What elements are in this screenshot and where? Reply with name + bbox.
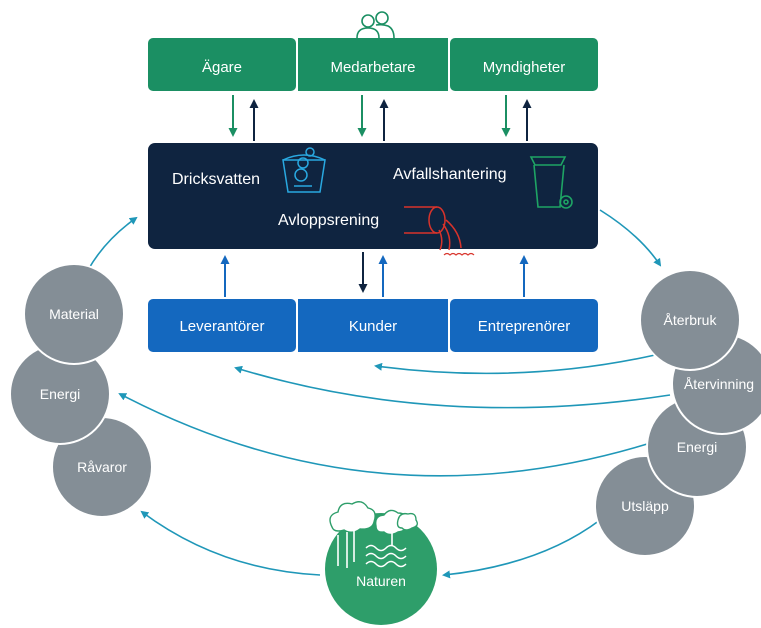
circle-reuse[interactable] [639, 269, 741, 371]
people-icon [356, 11, 395, 39]
label-drinking-water: Dricksvatten [172, 171, 260, 188]
top-box-owners[interactable] [148, 38, 296, 91]
arrow-recycling-to-suppliers [234, 365, 671, 409]
arrow-nature-to-raw [140, 510, 321, 576]
trees-trunks [337, 529, 393, 568]
label-waste-management: Avfallshantering [393, 166, 507, 183]
left-inputs: Material Energi Råvaror [9, 263, 153, 518]
bottom-stakeholders: Leverantörer Kunder Entreprenörer [148, 299, 598, 352]
label-reuse: Återbruk [664, 312, 718, 328]
top-box-employees[interactable] [298, 38, 448, 91]
top-label-authorities: Myndigheter [483, 59, 566, 76]
bottom-box-customers[interactable] [298, 299, 448, 352]
operations-box [148, 143, 598, 249]
bottom-label-customers: Kunder [349, 318, 397, 335]
water-waves [365, 544, 407, 568]
label-emissions: Utsläpp [621, 498, 669, 514]
circle-nature[interactable] [325, 513, 437, 625]
arrow-energy-to-left-energy [118, 393, 661, 477]
top-flow-arrows [228, 95, 532, 141]
water-bucket-icon [282, 147, 326, 193]
arrow-emissions-to-nature [442, 519, 601, 579]
right-outputs: Återbruk Återvinning Energi Utsläpp [594, 269, 761, 557]
arrow-reuse-to-customers [374, 354, 656, 375]
bottom-box-contractors[interactable] [450, 299, 598, 352]
arrow-material-to-center [87, 216, 138, 271]
bottom-box-suppliers[interactable] [148, 299, 296, 352]
circle-material[interactable] [23, 263, 125, 365]
top-stakeholders: Ägare Medarbetare Myndigheter [148, 38, 598, 91]
label-raw-materials: Råvaror [77, 459, 127, 475]
top-box-authorities[interactable] [450, 38, 598, 91]
label-energy-right: Energi [677, 439, 717, 455]
label-recycling: Återvinning [684, 376, 754, 392]
waste-bin-icon [529, 156, 573, 209]
trees-icon [329, 501, 419, 536]
flow-arrows [87, 209, 671, 579]
bottom-label-suppliers: Leverantörer [179, 318, 264, 335]
top-label-employees: Medarbetare [330, 59, 415, 76]
sewage-pipe-icon [404, 206, 475, 256]
top-label-owners: Ägare [202, 59, 242, 76]
arrow-center-to-reuse [599, 209, 662, 267]
label-material: Material [49, 306, 99, 322]
bottom-flow-arrows [220, 252, 529, 297]
label-sewage-treatment: Avloppsrening [278, 212, 379, 229]
bottom-label-contractors: Entreprenörer [478, 318, 571, 335]
label-energy-left: Energi [40, 386, 80, 402]
label-nature: Naturen [356, 573, 406, 589]
